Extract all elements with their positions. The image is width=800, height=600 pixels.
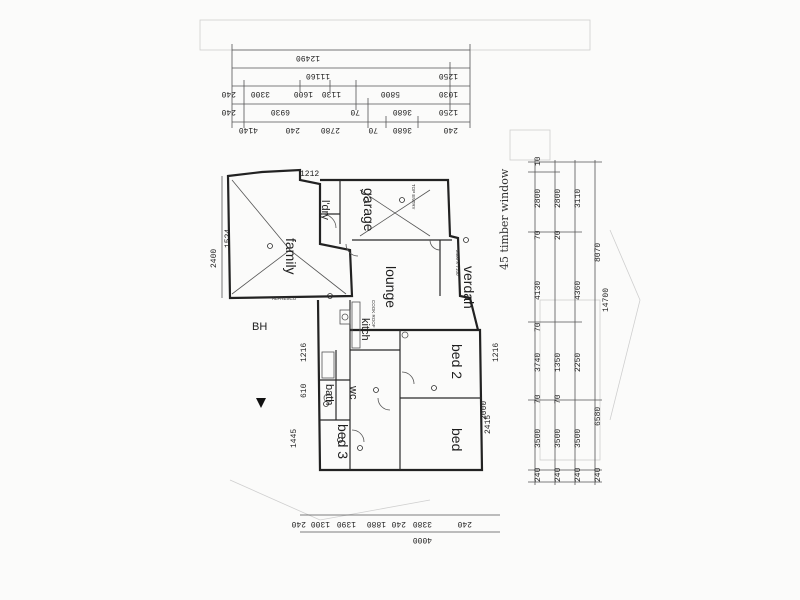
dim-right-4b: 6580 <box>594 407 603 426</box>
dim-right-2b: 20 <box>554 230 563 240</box>
room-label-wc: wc <box>347 385 359 400</box>
right-dimension-strings: 10 2800 70 4130 70 3740 70 3500 240 2800… <box>528 156 611 485</box>
dim-top-4c: 70 <box>350 107 360 116</box>
room-label-family: family <box>283 238 299 275</box>
dim-bottom-6: 3380 <box>413 519 432 528</box>
roof-hip-lines <box>231 179 431 295</box>
dim-right-2f: 240 <box>554 467 563 482</box>
north-arrow-icon <box>256 398 266 408</box>
dim-right-2e: 3500 <box>554 429 563 448</box>
side-dimensions: 2400 1524 610 1445 1216 1212 1216 2415 2… <box>210 170 501 448</box>
dim-top-5f: 240 <box>443 125 458 134</box>
room-label-bed3: bed 3 <box>335 424 351 459</box>
dim-right-a: 1212 <box>300 170 319 179</box>
room-label-garage: garage <box>361 188 377 232</box>
room-label-lounge: lounge <box>383 266 399 308</box>
room-labels: family garage lounge verdah l'dry kitch … <box>283 188 477 459</box>
room-label-verandah: verdah <box>461 266 477 309</box>
dim-left-e: 1216 <box>300 343 309 362</box>
dim-right-3d: 3500 <box>574 429 583 448</box>
note-alfresco: ALFRESCO <box>272 296 297 301</box>
dim-right-4c: 240 <box>594 467 603 482</box>
dim-right-1e: 70 <box>534 322 543 332</box>
dim-left-b: 1524 <box>224 229 233 248</box>
dim-right-2d: 70 <box>554 394 563 404</box>
plan-notes: TOP ENTRY 2400 X 7100 COOK ROOF ALFRESCO… <box>252 168 511 333</box>
dim-right-1f: 3740 <box>534 353 543 372</box>
dim-top-1: 12490 <box>296 53 320 62</box>
dim-bottom-3: 1390 <box>337 519 356 528</box>
bottom-dimension-strings: 240 1300 1390 1880 240 3380 240 4000 <box>291 514 500 544</box>
dim-top-5b: 240 <box>285 125 300 134</box>
note-garage: TOP ENTRY <box>411 184 416 210</box>
dim-top-5e: 3680 <box>393 125 412 134</box>
dim-right-3c: 2250 <box>574 353 583 372</box>
dim-bottom-1: 240 <box>291 519 306 528</box>
dim-bottom-4: 1880 <box>367 519 386 528</box>
dim-top-5c: 2780 <box>321 125 340 134</box>
dim-right-3e: 240 <box>574 467 583 482</box>
wet-area-fixtures <box>321 301 409 403</box>
dim-bottom-8: 4000 <box>413 535 432 544</box>
dim-top-3a: 240 <box>221 89 236 98</box>
light-points <box>267 197 469 451</box>
dim-top-3f: 1030 <box>439 89 458 98</box>
dim-right-1d: 4130 <box>534 281 543 300</box>
exterior-walls <box>226 168 484 472</box>
dim-left-a: 2400 <box>210 249 219 268</box>
dim-top-4b: 6930 <box>271 107 290 116</box>
room-label-kitchen: kitch <box>359 318 371 341</box>
dim-left-c: 610 <box>300 383 309 398</box>
dim-right-1g: 70 <box>534 394 543 404</box>
dim-right-1c: 70 <box>534 230 543 240</box>
dim-bottom-5: 240 <box>391 519 406 528</box>
dim-right-4a: 8070 <box>594 243 603 262</box>
dim-top-4d: 3680 <box>393 107 412 116</box>
dim-top-3b: 3300 <box>251 89 270 98</box>
door-swings <box>321 213 441 443</box>
dim-right-1i: 240 <box>534 467 543 482</box>
room-label-bed1: bed <box>449 428 465 451</box>
interior-walls <box>320 180 482 470</box>
dim-right-2c: 1350 <box>554 353 563 372</box>
note-bh: BH <box>252 321 267 333</box>
room-label-bed2: bed 2 <box>449 344 465 379</box>
note-window: 45 timber window <box>498 168 511 270</box>
top-dimension-strings: 12490 11160 1250 240 3300 1600 1130 5800… <box>221 44 471 134</box>
room-label-bath: bath <box>323 384 335 405</box>
dim-left-d: 1445 <box>290 429 299 448</box>
note-lounge: COOK ROOF <box>371 300 376 328</box>
dim-top-3c: 1600 <box>294 89 313 98</box>
dim-right-1a: 10 <box>534 156 543 166</box>
dim-top-3d: 1130 <box>322 89 341 98</box>
dim-right-3b: 4360 <box>574 281 583 300</box>
dim-top-3e: 5800 <box>381 89 400 98</box>
dim-right-2a: 2800 <box>554 189 563 208</box>
dim-bottom-2: 1300 <box>311 519 330 528</box>
dim-top-2a: 11160 <box>306 71 330 80</box>
dim-top-4e: 1250 <box>439 107 458 116</box>
dim-right-d: 2000 <box>480 401 489 420</box>
dim-bottom-7: 240 <box>457 519 472 528</box>
dim-right-c: 2415 <box>484 415 493 434</box>
dim-top-5d: 70 <box>368 125 378 134</box>
dim-right-b: 1216 <box>492 343 501 362</box>
dim-top-5a: 4140 <box>239 125 258 134</box>
room-label-laundry: l'dry <box>319 200 331 220</box>
dim-right-1b: 2800 <box>534 189 543 208</box>
dim-right-3a: 3110 <box>574 189 583 208</box>
dim-top-4a: 240 <box>221 107 236 116</box>
dim-top-2b: 1250 <box>439 71 458 80</box>
dim-right-1h: 3500 <box>534 429 543 448</box>
dim-right-total: 14700 <box>602 288 611 312</box>
note-verandah: 2400 X 7100 <box>455 250 460 276</box>
